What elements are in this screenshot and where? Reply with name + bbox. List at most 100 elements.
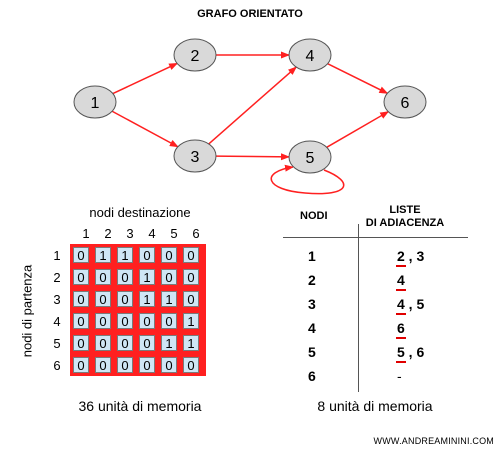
adjacency-list-node-4: 4: [308, 320, 316, 336]
graph-node-3-label: 3: [191, 149, 200, 166]
matrix-cell-6-4: 0: [139, 357, 155, 373]
adjacency-list-node-5: 5: [308, 344, 316, 360]
matrix-cell-4-6: 1: [183, 313, 199, 329]
graph-node-2-label: 2: [191, 48, 200, 65]
graph-node-1-label: 1: [91, 95, 100, 112]
matrix-cell-3-3: 0: [117, 291, 133, 307]
matrix-cell-5-4: 0: [139, 335, 155, 351]
graph-node-6-label: 6: [401, 95, 410, 112]
adjacency-list-item-1-2: 2: [396, 248, 406, 267]
adjacency-list-item-4-6: 6: [396, 320, 406, 339]
adjacency-list-values-5: 5 , 6: [396, 344, 425, 363]
lists-memory-caption: 8 unità di memoria: [317, 398, 433, 414]
list-header-nodes: NODI: [300, 210, 328, 222]
matrix-cell-3-5: 1: [161, 291, 177, 307]
matrix-cell-4-5: 0: [161, 313, 177, 329]
adjacency-list-values-6: -: [397, 368, 402, 384]
matrix-cell-5-5: 1: [161, 335, 177, 351]
matrix-memory-caption: 36 unità di memoria: [78, 398, 202, 414]
matrix-cell-2-6: 0: [183, 269, 199, 285]
graph-node-5-label: 5: [306, 150, 315, 167]
graph-node-1: 1: [73, 85, 117, 119]
adjacency-list-row-5: 5 5 , 6: [290, 344, 470, 364]
diagram-title: GRAFO ORIENTATO: [197, 8, 303, 20]
matrix-row-header-6: 6: [53, 358, 61, 373]
edge-3-4: [208, 66, 297, 145]
matrix-cell-5-1: 0: [73, 335, 89, 351]
matrix-cell-1-2: 1: [95, 247, 111, 263]
matrix-cell-1-4: 0: [139, 247, 155, 263]
matrix-cell-1-6: 0: [183, 247, 199, 263]
adjacency-list-values-1: 2 , 3: [396, 248, 425, 267]
matrix-col-header-5: 5: [170, 226, 178, 241]
matrix-col-header-4: 4: [148, 226, 156, 241]
matrix-row-axis-label: nodi di partenza: [19, 264, 35, 358]
matrix-cell-2-2: 0: [95, 269, 111, 285]
graph-node-6-shape: [383, 85, 427, 119]
table-vertical-divider: [358, 224, 359, 392]
matrix-cell-2-4: 1: [139, 269, 155, 285]
edge-1-2: [112, 62, 179, 95]
matrix-cell-2-1: 0: [73, 269, 89, 285]
matrix-cell-3-2: 0: [95, 291, 111, 307]
matrix-cell-6-5: 0: [161, 357, 177, 373]
empty-list-marker: -: [397, 368, 402, 384]
matrix-cell-6-2: 0: [95, 357, 111, 373]
adjacency-list-row-6: 6-: [290, 368, 470, 388]
edge-1-3: [111, 110, 179, 148]
matrix-cell-5-6: 1: [183, 335, 199, 351]
adjacency-list-node-1: 1: [308, 248, 316, 264]
matrix-col-header-2: 2: [104, 226, 112, 241]
edge-5-6: [326, 111, 390, 148]
graph-node-3-shape: [173, 139, 217, 173]
graph-node-2: 2: [173, 38, 217, 72]
table-horizontal-divider: [283, 237, 468, 238]
graph-node-4: 4: [288, 38, 332, 72]
matrix-cell-1-1: 0: [73, 247, 89, 263]
adjacency-list-item-3-5: 5: [416, 296, 425, 312]
matrix-cell-6-3: 0: [117, 357, 133, 373]
list-header-lists: LISTE DI ADIACENZA: [360, 204, 450, 230]
edge-3-5: [215, 153, 291, 161]
adjacency-list-node-6: 6: [308, 368, 316, 384]
graph-node-3: 3: [173, 139, 217, 173]
graph-node-4-shape: [288, 38, 332, 72]
matrix-cell-3-4: 1: [139, 291, 155, 307]
matrix-cell-3-6: 0: [183, 291, 199, 307]
list-header-lists-line2: DI ADIACENZA: [365, 217, 445, 229]
adjacency-list-item-5-6: 6: [416, 344, 425, 360]
matrix-row-axis: nodi di partenza: [12, 245, 42, 377]
adjacency-list-item-3-4: 4: [396, 296, 406, 315]
matrix-row-header-5: 5: [53, 336, 61, 351]
graph-node-2-shape: [173, 38, 217, 72]
adjacency-list-item-2-4: 4: [396, 272, 406, 291]
matrix-cell-5-3: 0: [117, 335, 133, 351]
matrix-cell-1-3: 1: [117, 247, 133, 263]
matrix-col-header-3: 3: [126, 226, 134, 241]
matrix-cell-1-5: 0: [161, 247, 177, 263]
matrix-cell-3-1: 0: [73, 291, 89, 307]
adjacency-list-row-1: 1 2 , 3: [290, 248, 470, 268]
matrix-row-header-1: 1: [53, 248, 61, 263]
matrix-cell-2-5: 0: [161, 269, 177, 285]
edge-5-5-loop: [270, 164, 345, 195]
matrix-cell-4-2: 0: [95, 313, 111, 329]
adjacency-list-item-1-3: 3: [416, 248, 425, 264]
matrix-cell-4-4: 0: [139, 313, 155, 329]
matrix-row-header-3: 3: [53, 292, 61, 307]
matrix-col-header-1: 1: [82, 226, 90, 241]
graph-node-5-shape: [288, 140, 332, 174]
matrix-column-axis-label: nodi destinazione: [89, 205, 191, 220]
adjacency-list-node-2: 2: [308, 272, 316, 288]
matrix-col-header-6: 6: [192, 226, 200, 241]
list-header-lists-line1: LISTE: [389, 204, 421, 216]
matrix-row-header-2: 2: [53, 270, 61, 285]
matrix-cell-4-3: 0: [117, 313, 133, 329]
matrix-cell-5-2: 0: [95, 335, 111, 351]
